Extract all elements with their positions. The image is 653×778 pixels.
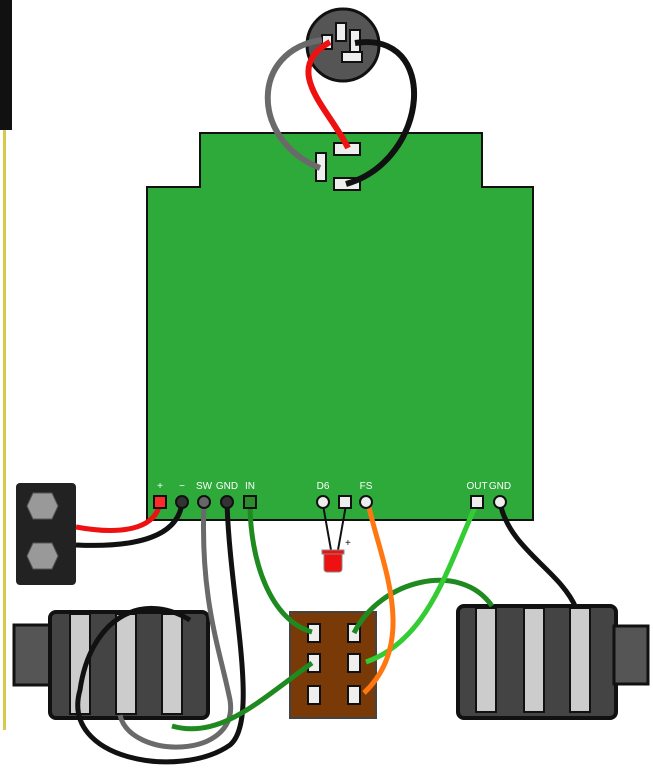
wire-battery-black [75, 502, 185, 548]
wire-dc-red [305, 39, 351, 150]
input-jack [12, 610, 210, 720]
pcb-pad [493, 495, 507, 509]
pcb-pad [197, 495, 211, 509]
wire-black-gnd-in [75, 502, 246, 765]
wire-dc-grey [264, 37, 323, 171]
pcb-pad [316, 495, 330, 509]
pad-label: + [157, 481, 163, 492]
wire-grey-sw [117, 502, 233, 750]
pad-label: − [179, 481, 185, 492]
wire-green-out-sw [351, 577, 495, 635]
wire-orange-fs [362, 502, 396, 695]
left-edge-bar [0, 0, 12, 130]
pad-label: GND [489, 481, 511, 492]
pad-label: OUT [466, 481, 487, 492]
pcb-pad [175, 495, 189, 509]
pad-label: GND [216, 481, 238, 492]
pcb-pad [470, 495, 484, 509]
led-polarity-label: + [345, 538, 351, 549]
output-jack [456, 604, 650, 720]
battery-snap [16, 483, 76, 585]
wire-dc-black [345, 39, 417, 187]
pad-label: FS [360, 481, 373, 492]
pad-label: IN [245, 481, 255, 492]
wire-battery-red [75, 502, 163, 533]
pcb-pad [220, 495, 234, 509]
left-edge-line [3, 130, 6, 730]
pads-mid-group: D6 FS [316, 481, 373, 509]
pcb-pad [153, 495, 167, 509]
wire-black-out-gnd [497, 502, 579, 610]
pad-label: SW [196, 481, 213, 492]
pcb-pad [243, 495, 257, 509]
pcb-pad [359, 495, 373, 509]
led [321, 504, 347, 573]
pcb-board [146, 132, 534, 521]
wire-green-tip [171, 660, 314, 732]
pcb-pad [338, 495, 352, 509]
pad-label: D6 [317, 481, 330, 492]
wire-green-in [247, 502, 313, 635]
